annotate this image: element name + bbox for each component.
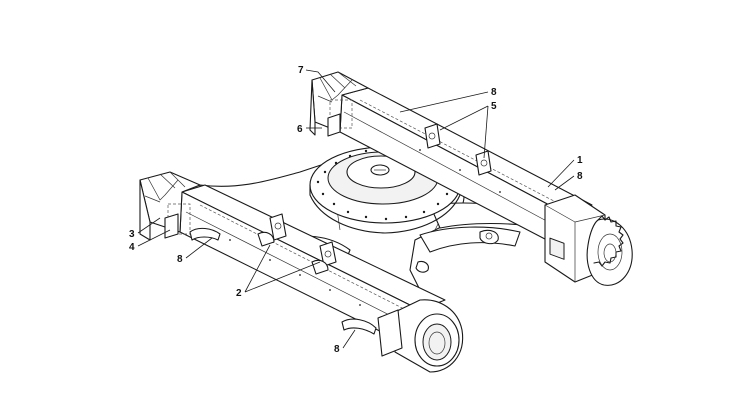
left-track-beam <box>179 184 446 351</box>
right-track-beam <box>339 87 593 251</box>
callout-8-right: 8 <box>577 171 583 182</box>
callout-6: 6 <box>297 124 303 135</box>
callout-labels: 7 6 8 5 1 8 3 4 8 2 8 <box>129 65 583 355</box>
callout-8-left: 8 <box>177 254 183 265</box>
front-left-end-housing <box>377 299 464 373</box>
drive-sprocket <box>586 215 633 286</box>
callout-5: 5 <box>491 101 497 112</box>
callout-8-top: 8 <box>491 87 497 98</box>
callout-8-bottom: 8 <box>334 344 340 355</box>
callout-4: 4 <box>129 242 135 253</box>
right-beam-lugs <box>424 123 492 176</box>
callout-7: 7 <box>298 65 304 76</box>
left-front-end-block <box>139 171 201 241</box>
leader-lines <box>137 69 575 349</box>
right-rear-end-block <box>309 71 369 137</box>
callout-1: 1 <box>577 155 583 166</box>
callout-2: 2 <box>236 288 242 299</box>
callout-3: 3 <box>129 229 135 240</box>
